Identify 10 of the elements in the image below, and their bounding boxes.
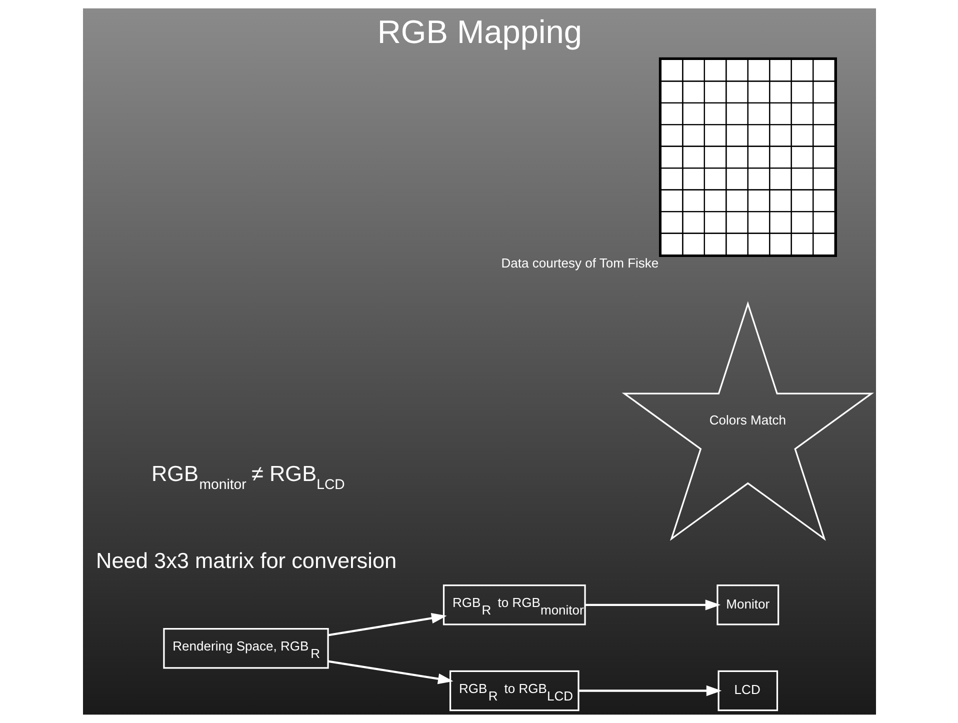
node-box: LCD [717, 670, 778, 712]
arrow [584, 600, 720, 610]
label: RGB$_{monitor}$ ≠ RGB$_{LCD}$ [150, 461, 344, 492]
diagram-title: RGB Mapping [376, 13, 582, 50]
arrow [327, 612, 446, 636]
arrow [327, 660, 453, 684]
label: Need 3x3 matrix for conversion [96, 548, 396, 573]
arrow [578, 685, 722, 696]
node-box: Monitor [716, 584, 779, 626]
node-label: Data courtesy of Tom Fiske [500, 256, 658, 271]
